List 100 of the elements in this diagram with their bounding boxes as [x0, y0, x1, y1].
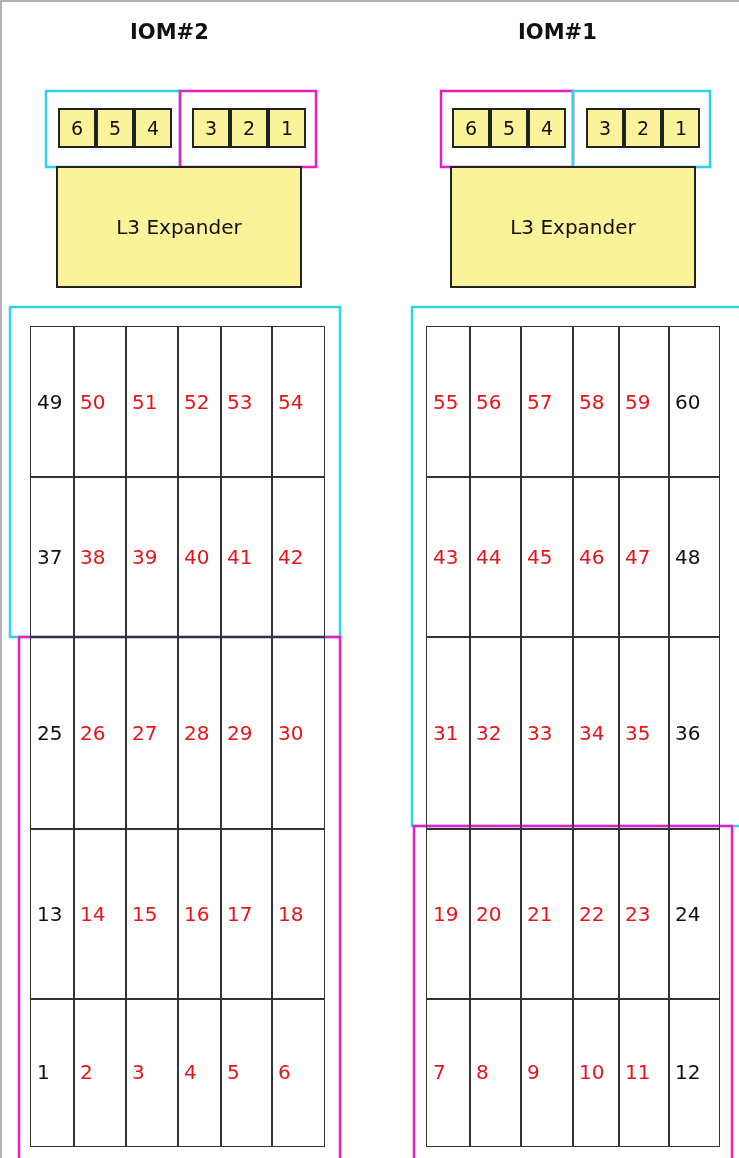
expander-box [56, 166, 302, 288]
port-box [662, 108, 700, 148]
drive-slot [177, 998, 222, 1147]
drive-slot [520, 326, 574, 478]
drive-slot [668, 828, 720, 1000]
slot-number: 19 [433, 901, 459, 926]
slot-number: 25 [37, 720, 63, 745]
drive-slot [125, 998, 179, 1147]
slot-number: 36 [675, 720, 701, 745]
port-box [230, 108, 268, 148]
drive-slot [572, 476, 620, 638]
drive-slot [30, 326, 75, 478]
drive-slot [30, 636, 75, 830]
drive-slot [469, 636, 522, 830]
module-heading: IOM#2 [130, 20, 209, 44]
slot-number: 43 [433, 544, 459, 569]
drive-slot [220, 998, 273, 1147]
slot-number: 20 [476, 901, 502, 926]
slot-number: 4 [184, 1060, 197, 1085]
drive-slot [426, 636, 471, 830]
drive-slot [30, 476, 75, 638]
drive-slot [520, 998, 574, 1147]
port-box [268, 108, 306, 148]
drive-slot [125, 828, 179, 1000]
slot-number: 29 [227, 720, 253, 745]
slot-number: 7 [433, 1060, 446, 1085]
drive-slot [125, 476, 179, 638]
drive-slot [177, 828, 222, 1000]
slot-number: 30 [278, 720, 304, 745]
drive-slot [177, 636, 222, 830]
port-number: 3 [598, 117, 612, 139]
slot-number: 48 [675, 544, 701, 569]
drive-slot [271, 828, 325, 1000]
port-number: 6 [464, 117, 478, 139]
slot-number: 14 [80, 901, 106, 926]
slot-number: 24 [675, 901, 701, 926]
slot-number: 1 [37, 1060, 50, 1085]
drive-slot [668, 998, 720, 1147]
slot-number: 55 [433, 389, 459, 414]
port-number: 1 [674, 117, 688, 139]
slot-number: 15 [132, 901, 158, 926]
port-number: 1 [280, 117, 294, 139]
drive-slot [73, 828, 127, 1000]
drive-slot [73, 476, 127, 638]
slot-number: 40 [184, 544, 210, 569]
drive-slot [520, 476, 574, 638]
drive-slot [30, 828, 75, 1000]
slot-number: 60 [675, 389, 701, 414]
slot-number: 46 [579, 544, 605, 569]
slot-number: 27 [132, 720, 158, 745]
drive-slot [426, 828, 471, 1000]
slot-number: 59 [625, 389, 651, 414]
slot-number: 16 [184, 901, 210, 926]
drive-slot [271, 326, 325, 478]
slot-number: 11 [625, 1060, 651, 1085]
port-number: 2 [242, 117, 256, 139]
drive-slot [426, 476, 471, 638]
slot-number: 45 [527, 544, 553, 569]
drive-slot [73, 636, 127, 830]
drive-slot [125, 636, 179, 830]
slot-number: 28 [184, 720, 210, 745]
slot-number: 6 [278, 1060, 291, 1085]
slot-number: 10 [579, 1060, 605, 1085]
expander-label: L3 Expander [116, 215, 242, 239]
expander-box [450, 166, 696, 288]
slot-number: 38 [80, 544, 106, 569]
slot-number: 41 [227, 544, 253, 569]
drive-slot [177, 326, 222, 478]
slot-number: 52 [184, 389, 210, 414]
port-box [96, 108, 134, 148]
slot-number: 9 [527, 1060, 540, 1085]
drive-slot [125, 326, 179, 478]
drive-slot [618, 636, 670, 830]
port-number: 5 [108, 117, 122, 139]
drive-slot [618, 998, 670, 1147]
slot-number: 39 [132, 544, 158, 569]
slot-number: 23 [625, 901, 651, 926]
drive-slot [618, 326, 670, 478]
expander-label: L3 Expander [510, 215, 636, 239]
slot-number: 22 [579, 901, 605, 926]
slot-number: 58 [579, 389, 605, 414]
slot-number: 26 [80, 720, 106, 745]
slot-number: 2 [80, 1060, 93, 1085]
drive-slot [73, 998, 127, 1147]
drive-slot [572, 636, 620, 830]
slot-number: 17 [227, 901, 253, 926]
port-number: 2 [636, 117, 650, 139]
drive-slot [572, 326, 620, 478]
port-number: 4 [540, 117, 554, 139]
slot-number: 37 [37, 544, 63, 569]
drive-slot [572, 998, 620, 1147]
slot-number: 33 [527, 720, 553, 745]
slot-number: 50 [80, 389, 106, 414]
port-number: 3 [204, 117, 218, 139]
drive-slot [271, 636, 325, 830]
slot-number: 13 [37, 901, 63, 926]
module-heading: IOM#1 [518, 20, 597, 44]
port-box [528, 108, 566, 148]
drive-slot [426, 326, 471, 478]
port-box [134, 108, 172, 148]
